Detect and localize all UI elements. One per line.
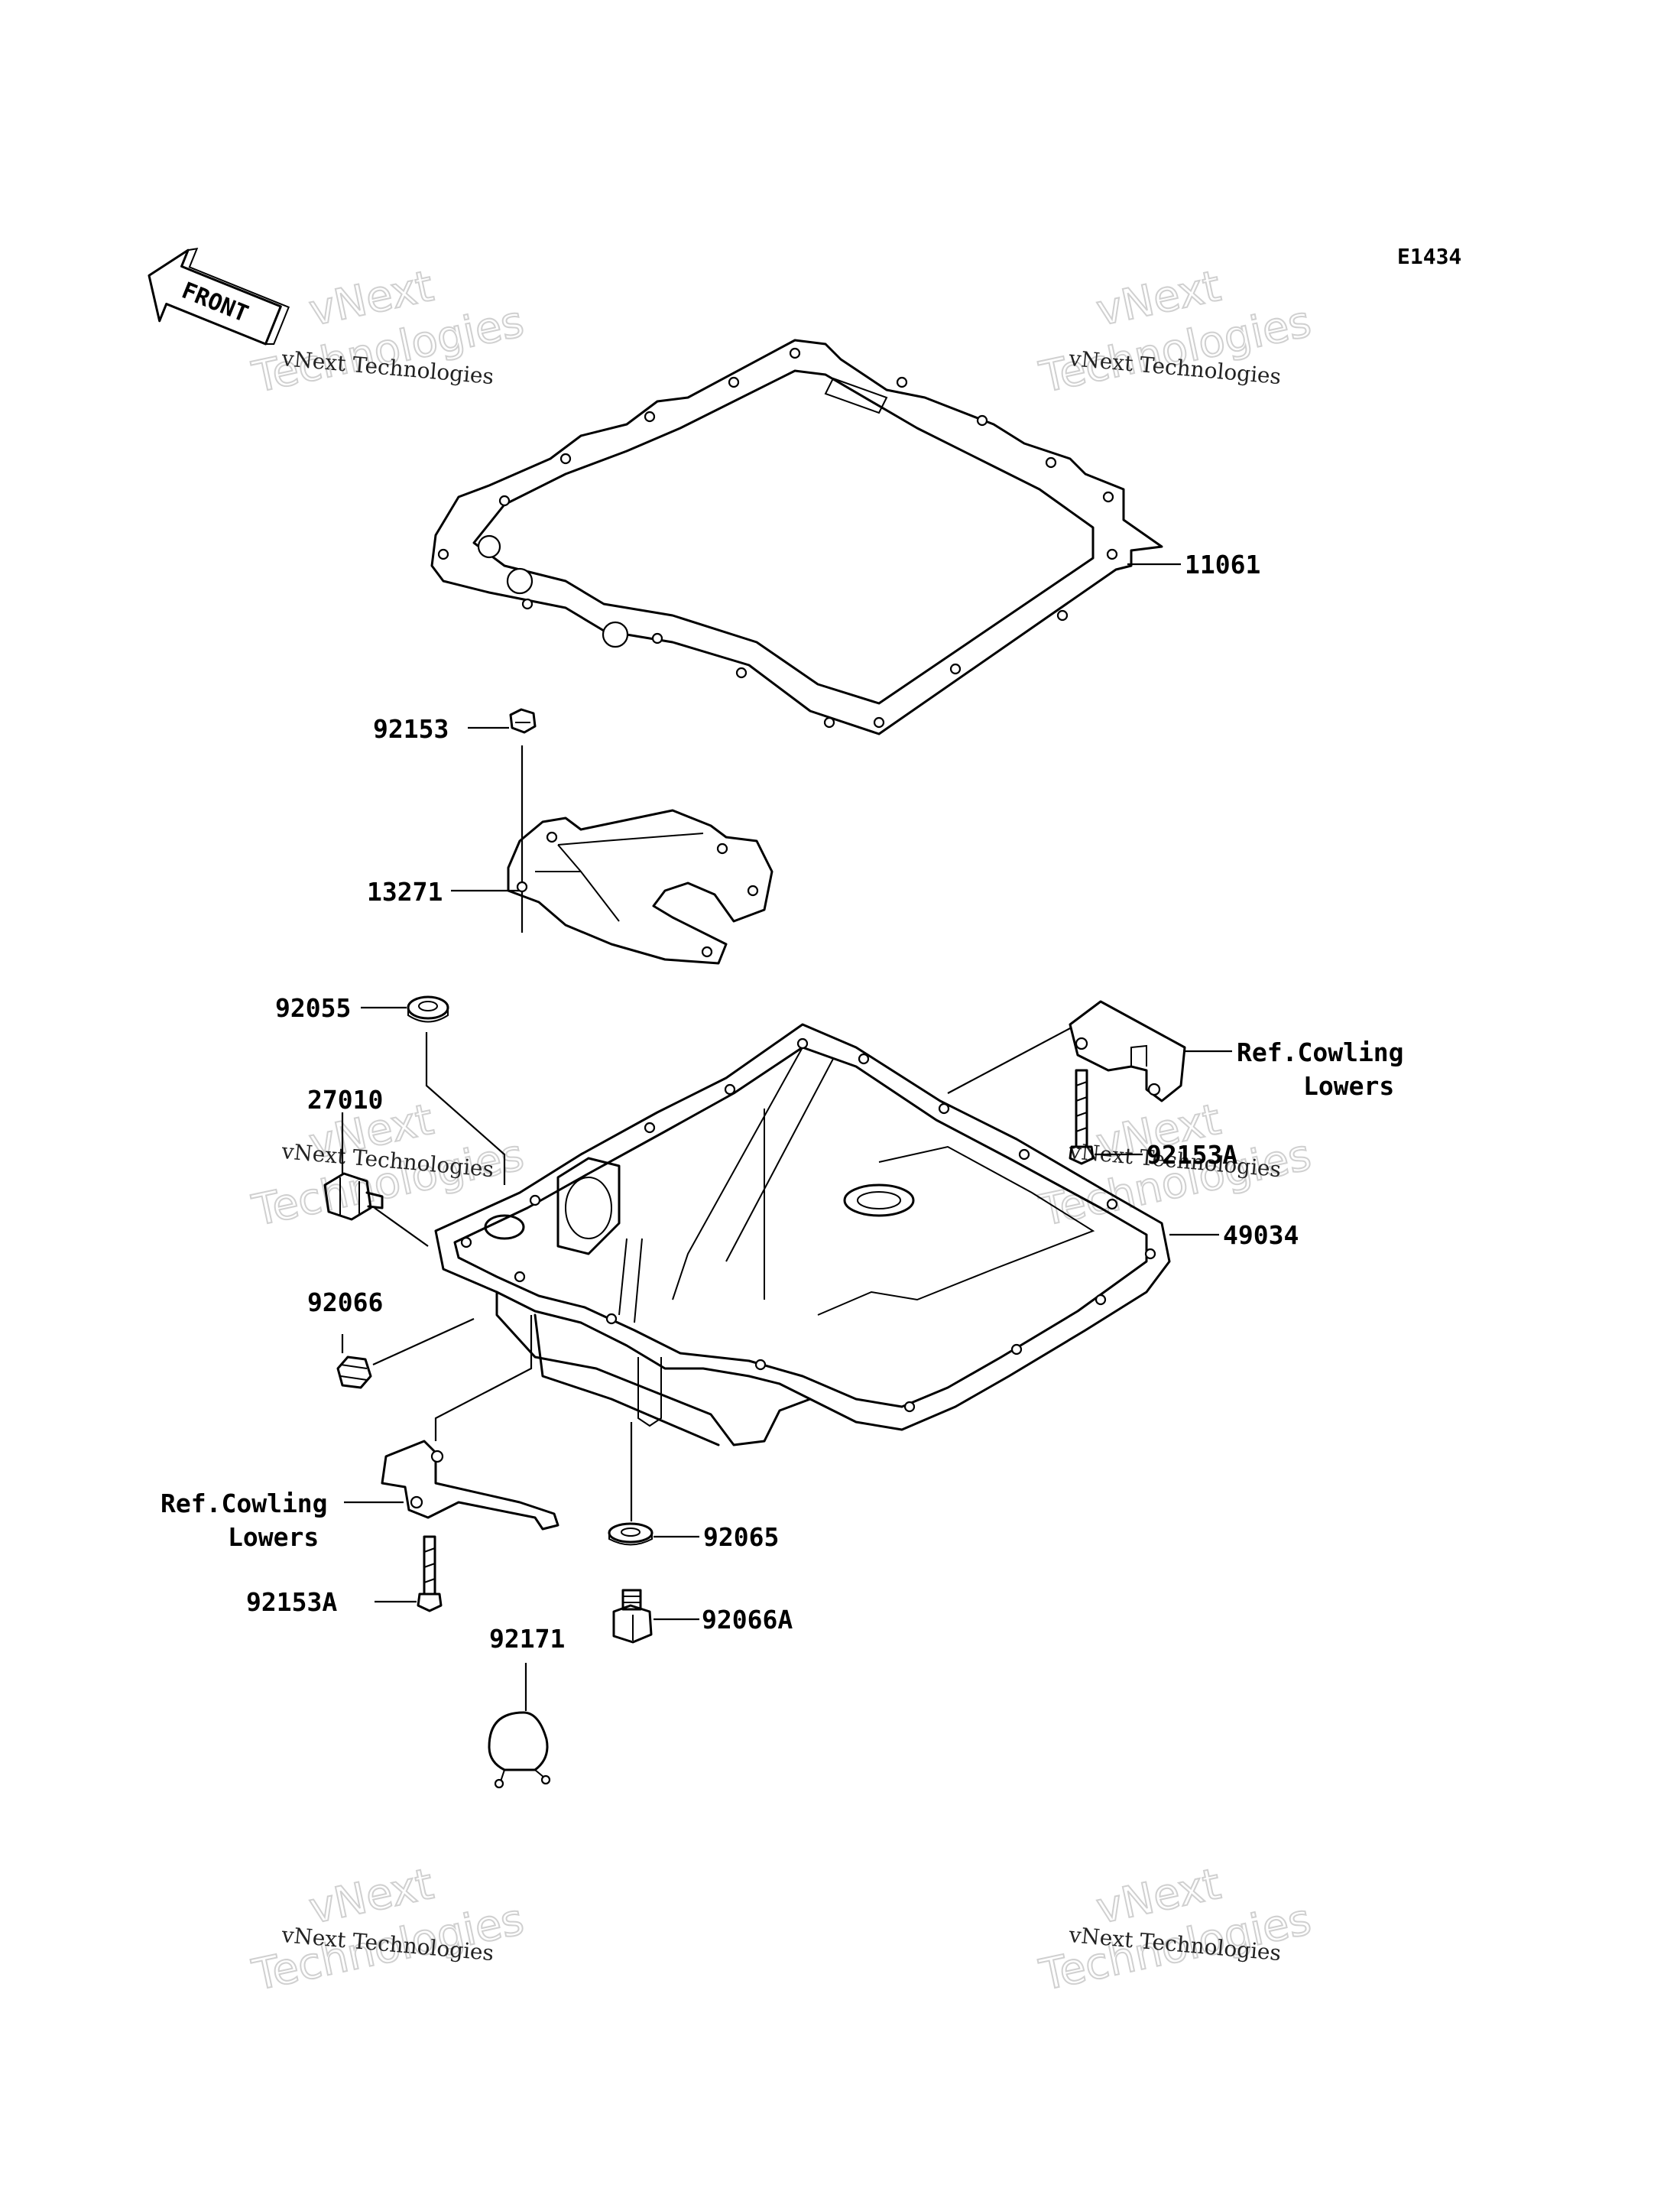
label-49034: 49034 [1223, 1220, 1299, 1250]
oil-pan-49034 [434, 1023, 1171, 1446]
label-92153A-right: 92153A [1146, 1140, 1237, 1170]
label-92066A: 92066A [702, 1605, 793, 1635]
front-label: FRONT [178, 278, 252, 328]
washer-92055 [407, 995, 449, 1023]
label-92153A-left: 92153A [246, 1587, 337, 1617]
label-92066: 92066 [307, 1287, 383, 1317]
ref-left-line1: Ref.Cowling [161, 1489, 328, 1518]
drain-plug-92066A [612, 1589, 653, 1644]
label-11061: 11061 [1185, 550, 1260, 580]
clamp-92171 [488, 1711, 551, 1789]
watermark: vNext Technologies vNext Technologies vN… [248, 261, 1316, 2002]
label-92171: 92171 [489, 1624, 565, 1654]
label-27010: 27010 [307, 1085, 383, 1115]
label-13271: 13271 [367, 877, 443, 907]
label-92153: 92153 [373, 714, 449, 744]
switch-27010 [323, 1172, 384, 1221]
bolt-92153A-right [1069, 1069, 1095, 1165]
ref-right-line1: Ref.Cowling [1237, 1037, 1404, 1067]
bracket-right [1069, 1000, 1186, 1102]
plug-92066 [336, 1355, 372, 1389]
diagram-code: E1434 [1397, 244, 1461, 269]
ref-right-line2: Lowers [1303, 1071, 1394, 1101]
bolt-92153 [509, 708, 537, 734]
bolt-92153A-left [417, 1535, 443, 1612]
label-92055: 92055 [275, 993, 351, 1023]
bracket-left [381, 1440, 559, 1531]
plate-13271 [507, 809, 774, 965]
gasket-11061 [430, 339, 1163, 735]
washer-92065 [608, 1522, 654, 1546]
front-arrow-icon: FRONT [148, 248, 290, 346]
label-92065: 92065 [703, 1522, 779, 1552]
ref-left-line2: Lowers [228, 1522, 319, 1552]
